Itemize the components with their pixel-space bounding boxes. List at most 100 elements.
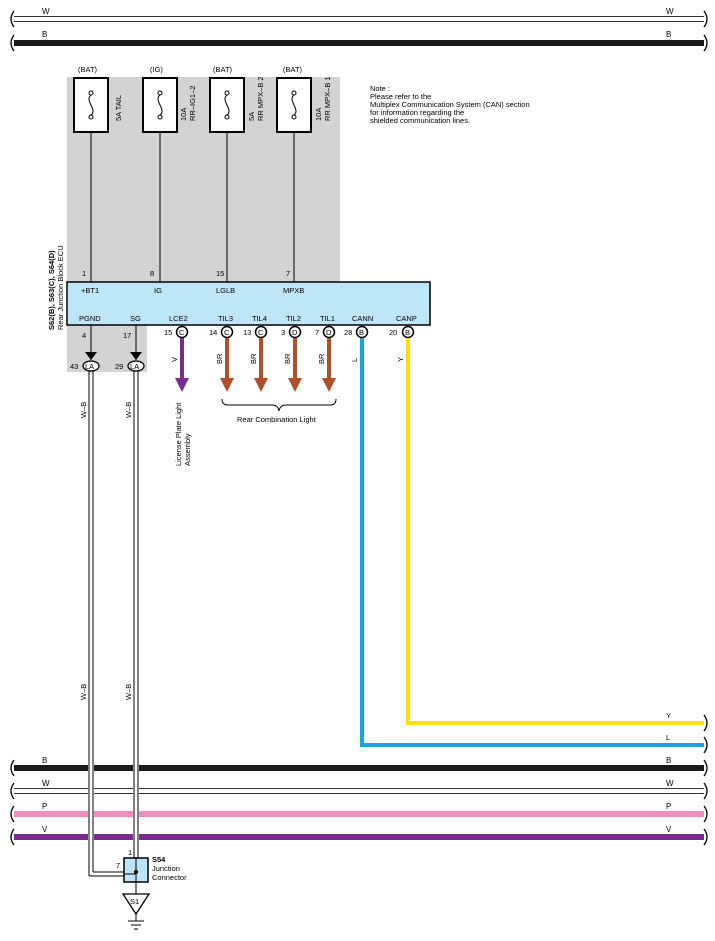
can-exit-label: L xyxy=(666,733,670,742)
wire-cann: L L xyxy=(350,338,708,754)
top-bus-label-right: W xyxy=(666,7,674,16)
junction-pin-top: 1 xyxy=(128,848,132,857)
pin-number: 20 xyxy=(389,328,397,337)
pin-number: 14 xyxy=(209,328,217,337)
bottom-bus-label-right: V xyxy=(666,825,672,834)
fuse-name: RR MPX–B 2 xyxy=(256,76,265,121)
wire-canp: Y Y xyxy=(396,338,708,732)
note-line: Please refer to the xyxy=(370,92,431,101)
connector-circle: B xyxy=(355,325,369,339)
wire-color-label: L xyxy=(350,358,359,362)
wire-color-label: Y xyxy=(396,357,405,362)
wire-color-label: BR xyxy=(317,353,326,364)
la-connector-label: LA xyxy=(130,362,139,371)
ecu-terminal: TIL1 xyxy=(320,314,335,323)
wire-overlay xyxy=(88,760,139,876)
bottom-bus-label-left: V xyxy=(42,825,48,834)
bottom-bus-label-right: W xyxy=(666,779,674,788)
fuse-pin: 15 xyxy=(216,269,224,278)
wire-color-label: W–B xyxy=(79,684,88,700)
svg-text:C: C xyxy=(258,328,264,337)
license-plate-label-line: License Plate Light xyxy=(174,402,183,466)
top-bus-label-left: B xyxy=(42,30,47,39)
top-bus-label-left: W xyxy=(42,7,50,16)
fuse-rating: 10A xyxy=(314,108,323,121)
note-block: Note : Please refer to the Multiplex Com… xyxy=(370,84,530,125)
connector-circle: D xyxy=(322,325,336,339)
connector-circle: B xyxy=(401,325,415,339)
ecu-terminal: MPXB xyxy=(283,286,304,295)
fuse-pin: 1 xyxy=(82,269,86,278)
pin-number: 7 xyxy=(315,328,319,337)
pin-number: 15 xyxy=(164,328,172,337)
ecu-terminal: TIL2 xyxy=(286,314,301,323)
fuse-rating: 10A xyxy=(179,108,188,121)
ground-s1: S1 xyxy=(121,882,151,930)
junction-id: S54 xyxy=(152,855,166,864)
junction-pin-left: 7 xyxy=(116,861,120,870)
bottom-bus-label-right: B xyxy=(666,756,671,765)
ecu-terminal: TIL4 xyxy=(252,314,267,323)
pin-number: 3 xyxy=(281,328,285,337)
fuse-pin: 8 xyxy=(150,269,154,278)
fuse-pin: 7 xyxy=(286,269,290,278)
note-line: Note : xyxy=(370,84,390,93)
bottom-bus-p: P P xyxy=(10,802,708,823)
top-bus-w: W W xyxy=(10,7,708,28)
junction-connector-s54: 1 7 S54 Junction Connector xyxy=(116,848,187,883)
bottom-bus-v: V V xyxy=(10,825,708,846)
svg-text:B: B xyxy=(405,328,410,337)
wire-color-label: BR xyxy=(249,353,258,364)
note-line: Multiplex Communication System (CAN) sec… xyxy=(370,100,530,109)
la-pin-number: 43 xyxy=(70,362,78,371)
pin-number: 28 xyxy=(344,328,352,337)
fuse-rr-mpx-b1: (BAT) 10A RR MPX–B 1 7 xyxy=(276,65,332,282)
wire-til4: BR xyxy=(249,338,268,392)
svg-text:D: D xyxy=(326,328,332,337)
fuse-tail: (BAT) 5A TAIL 1 xyxy=(73,65,123,282)
note-line: shielded communication lines. xyxy=(370,116,470,125)
junction-name-line: Junction xyxy=(152,864,180,873)
fuse-source: (IG) xyxy=(150,65,163,74)
ecu-terminal: +BT1 xyxy=(81,286,99,295)
connector-circle: D xyxy=(288,325,302,339)
bottom-bus-label-right: P xyxy=(666,802,671,811)
can-exit-label: Y xyxy=(666,711,671,720)
top-bus-b: B B xyxy=(10,30,708,52)
pin-number: 4 xyxy=(82,331,86,340)
fuse-source: (BAT) xyxy=(78,65,98,74)
svg-text:B: B xyxy=(359,328,364,337)
ecu-terminal: LGLB xyxy=(216,286,235,295)
svg-text:D: D xyxy=(292,328,298,337)
rear-combination-label: Rear Combination Light xyxy=(237,415,317,424)
fuse-rr-ig1-2: (IG) 10A RR–IG1–2 8 xyxy=(142,65,197,282)
ecu-terminal: PGND xyxy=(79,314,101,323)
wire-color-label: W–B xyxy=(124,402,133,418)
bottom-bus-b: B B xyxy=(10,756,708,777)
license-plate-label-line: Assembly xyxy=(183,433,192,466)
bottom-bus-label-left: B xyxy=(42,756,47,765)
fuse-name: 5A TAIL xyxy=(114,95,123,121)
pin-number: 13 xyxy=(243,328,251,337)
fuse-name: RR MPX–B 1 xyxy=(323,76,332,121)
ecu-terminal: CANP xyxy=(396,314,417,323)
fuse-source: (BAT) xyxy=(213,65,233,74)
ecu-name-label: Rear Junction Block ECU xyxy=(56,245,65,330)
svg-text:C: C xyxy=(224,328,230,337)
junction-name-line: Connector xyxy=(152,873,187,882)
ecu-connectors-label: S62(B), S63(C), S64(D) xyxy=(47,250,56,330)
bottom-bus-label-left: W xyxy=(42,779,50,788)
connector-circle: C xyxy=(220,325,234,339)
note-line: for information regarding the xyxy=(370,108,464,117)
ecu-box xyxy=(66,281,431,326)
connector-circle: C xyxy=(175,325,189,339)
ecu-terminal: SG xyxy=(130,314,141,323)
wire-til3: BR xyxy=(215,338,234,392)
fuse-name: RR–IG1–2 xyxy=(188,86,197,121)
top-bus-label-right: B xyxy=(666,30,671,39)
pin-number: 17 xyxy=(123,331,131,340)
wire-lce2: V License Plate Light Assembly xyxy=(170,338,192,466)
fuse-rr-mpx-b2: (BAT) 5A RR MPX–B 2 15 xyxy=(209,65,265,282)
ground-id: S1 xyxy=(130,897,139,906)
